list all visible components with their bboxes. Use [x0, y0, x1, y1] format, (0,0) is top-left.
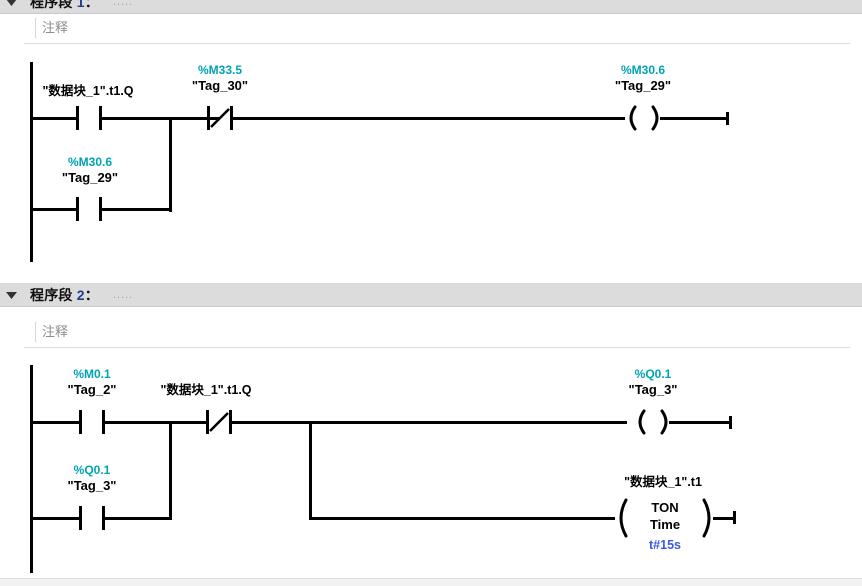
timer-paren-right-icon: [702, 498, 711, 538]
contact-nc-m33-5-n1[interactable]: [207, 106, 233, 130]
contact-bar-right: [99, 197, 102, 221]
contact-label-m33-5-n1: %M33.5 "Tag_30": [191, 63, 249, 93]
network-comment-row-1: 注释: [0, 14, 862, 44]
network-title-1: 程序段 1：: [30, 0, 99, 10]
contact-bar-right: [229, 410, 232, 434]
timer-datatype-time: Time: [649, 517, 681, 532]
contact-no-q0-1-branch-n2[interactable]: [79, 506, 105, 530]
power-rail-1: [30, 62, 33, 262]
contact-no-db1-t1-q-n1[interactable]: [76, 106, 102, 130]
timer-paren-left-icon: [619, 498, 628, 538]
contact-bar-right: [230, 106, 233, 130]
comment-input-2[interactable]: 注释: [35, 322, 835, 342]
contact-slash-icon: [209, 412, 229, 432]
coil-m30-6-n1[interactable]: [622, 104, 666, 132]
network-header-2[interactable]: 程序段 2： .....: [0, 283, 862, 307]
coil-parentheses-icon: [638, 409, 668, 435]
wire-contact2-to-coil-n2: [232, 421, 627, 424]
collapse-triangle-icon-2[interactable]: [0, 291, 22, 299]
wire-contact1-to-contact2-n1: [102, 117, 220, 120]
network-title-2: 程序段 2：: [30, 286, 99, 303]
bottom-separator: [0, 578, 862, 579]
timer-type-label: TON Time: [629, 499, 701, 533]
contact-nc-db1-t1-q-n2[interactable]: [206, 410, 232, 434]
wire-contact1-to-contact2-n2: [105, 421, 206, 424]
wire-branch-contact-to-junction-n2: [105, 517, 172, 520]
wire-junction-to-timer-n2: [309, 517, 615, 520]
collapse-triangle-icon-1[interactable]: [0, 0, 22, 6]
contact-no-m30-6-branch-n1[interactable]: [76, 197, 102, 221]
contact-slash-icon: [210, 108, 230, 128]
timer-coil-ton-n2[interactable]: TON Time: [613, 496, 717, 540]
timer-instance-label-n2: "数据块_1".t1: [624, 475, 702, 489]
rung-terminator-timer-n2: [733, 511, 736, 524]
timer-preset-value[interactable]: t#15s: [649, 538, 681, 552]
wire-rail-to-contact1-n1: [30, 117, 76, 120]
contact-bar-right: [102, 506, 105, 530]
branch-vertical-contact-n2: [169, 421, 172, 520]
contact-label-m0-1-n2: %M0.1 "Tag_2": [67, 367, 117, 397]
wire-rail-to-branch-contact-n2: [30, 517, 79, 520]
wire-branch-contact-to-junction-n1: [102, 208, 172, 211]
contact-bar-left: [79, 410, 82, 434]
coil-label-q0-1-n2: %Q0.1 "Tag_3": [628, 367, 678, 397]
contact-bar-left: [207, 106, 210, 130]
rung-terminator-n1: [726, 112, 729, 125]
wire-coil-to-terminator-n1: [660, 117, 728, 120]
power-rail-2: [30, 365, 33, 573]
comment-input-1[interactable]: 注释: [35, 18, 835, 38]
network-title-placeholder-1: .....: [112, 0, 134, 8]
contact-label-db1-t1-q-n2: "数据块_1".t1.Q: [160, 383, 252, 397]
wire-rail-to-contact1-n2: [30, 421, 79, 424]
contact-label-q0-1-branch-n2: %Q0.1 "Tag_3": [67, 463, 117, 493]
contact-bar-right: [99, 106, 102, 130]
network-comment-row-2: 注释: [0, 318, 862, 348]
wire-timer-to-terminator-n2: [713, 517, 735, 520]
contact-label-m30-6-branch-n1: %M30.6 "Tag_29": [61, 155, 119, 185]
comment-underline-1: [24, 43, 850, 44]
contact-bar-left: [76, 197, 79, 221]
contact-bar-left: [206, 410, 209, 434]
wire-contact2-to-coil-n1: [233, 117, 625, 120]
wire-coil-to-terminator-n2: [669, 421, 731, 424]
coil-q0-1-n2[interactable]: [631, 408, 675, 436]
comment-underline-2: [24, 347, 850, 348]
bottom-strip: [0, 579, 862, 586]
network-header-1[interactable]: 程序段 1： .....: [0, 0, 862, 14]
branch-vertical-n1: [169, 117, 172, 212]
contact-label-db1-t1-q-n1: "数据块_1".t1.Q: [42, 84, 134, 98]
timer-mode-ton: TON: [651, 500, 679, 515]
coil-label-m30-6-n1: %M30.6 "Tag_29": [614, 63, 672, 93]
network-title-placeholder-2: .....: [112, 288, 134, 301]
contact-no-m0-1-n2[interactable]: [79, 410, 105, 434]
contact-bar-left: [76, 106, 79, 130]
wire-rail-to-branch-contact-n1: [30, 208, 76, 211]
contact-bar-right: [102, 410, 105, 434]
contact-bar-left: [79, 506, 82, 530]
coil-parentheses-icon: [629, 105, 659, 131]
rung-terminator-n2: [729, 416, 732, 429]
branch-vertical-timer-n2: [309, 421, 312, 520]
